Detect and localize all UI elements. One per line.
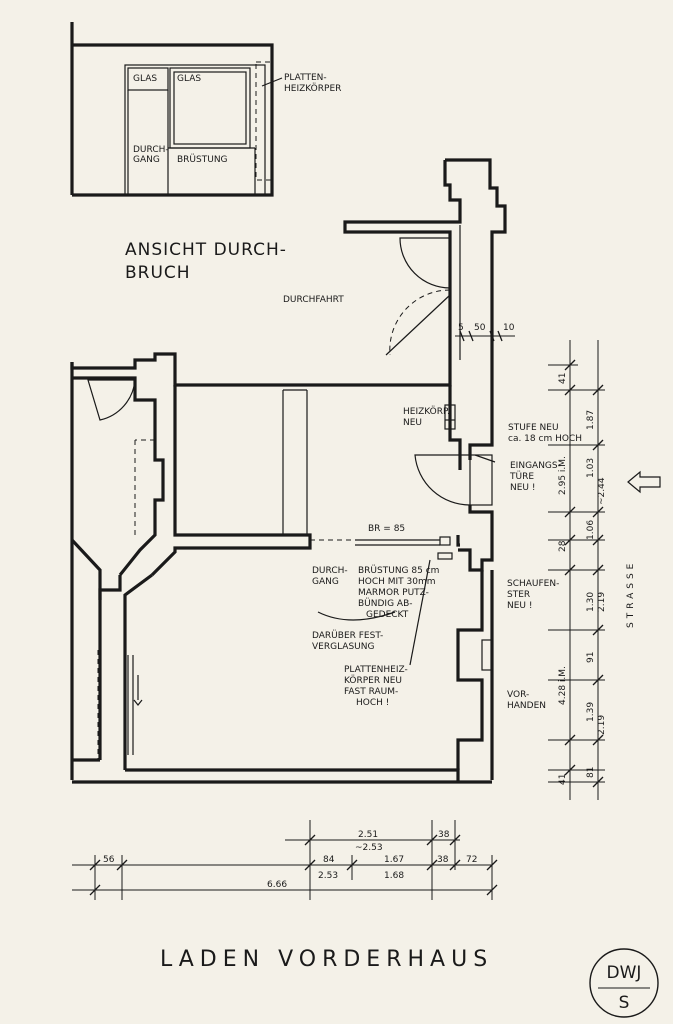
drawing-title: LADEN VORDERHAUS [160,947,493,972]
dim-bottom-38a: 38 [438,830,450,840]
dim-right-139: 1.39 [586,702,596,722]
dim-top-10: 10 [503,323,515,333]
dim-right-81: 81 [586,767,596,778]
dim-bottom-56: 56 [103,855,115,865]
elev-label-glas-small: GLAS [133,74,157,84]
label-heizkoerp-2: NEU [403,418,422,428]
dims-right-labels: 41 1.87 2.95 i.M. 1.03 ~2.44 1.06 28 1.3… [558,373,607,785]
stamp-seal: DWJ S [589,948,659,1018]
label-schaufenster-1: SCHAUFEN- [507,579,559,589]
label-vorhanden-1: VOR- [507,690,529,700]
dim-right-295: 2.95 i.M. [558,456,568,495]
elev-label-heizkoerper-2: HEIZKÖRPER [284,83,341,94]
label-br: BR = 85 [368,524,405,534]
elev-label-glas-large: GLAS [177,74,201,84]
dim-bottom-38b: 38 [437,855,449,865]
dim-bottom-84: 84 [323,855,335,865]
stamp-bottom: S [619,993,630,1013]
dim-right-28: 28 [558,540,568,552]
label-platten-1: PLATTENHEIZ- [344,665,408,675]
label-darueber-2: VERGLASUNG [312,642,374,652]
label-durchgang-1: DURCH- [312,566,348,576]
dim-right-244: ~2.44 [597,477,607,505]
label-platten-4: HOCH ! [356,698,389,708]
label-stufe-1: STUFE NEU [508,423,559,433]
stamp-top: DWJ [607,963,642,983]
label-schaufenster-2: STER [507,590,530,600]
label-eingang-3: NEU ! [510,483,535,493]
dim-bottom-253a: ~2.53 [355,843,383,853]
label-heizkoerp-1: HEIZKÖRP. [403,406,450,417]
dims-top [455,330,515,342]
elevation-view [70,22,283,197]
dim-right-428: 4.28 i.M. [558,666,568,705]
dim-right-106: 1.06 [586,520,596,540]
plan-walls [70,158,507,784]
label-bruestung-1: BRÜSTUNG 85 cm [358,565,439,576]
dims-right [548,340,605,800]
dim-bottom-167: 1.67 [384,855,404,865]
label-eingang-2: TÜRE [509,471,534,482]
dim-right-187: 1.87 [586,410,596,430]
dim-bottom-251: 2.51 [358,830,378,840]
label-eingang-1: EINGANGS- [510,461,561,471]
label-durchfahrt: DURCHFAHRT [283,295,344,305]
doors [87,237,493,760]
label-stufe-2: ca. 18 cm HOCH [508,434,582,444]
dim-top-50: 50 [474,323,486,333]
elevation-title-line1: ANSICHT DURCH- [125,240,287,260]
dim-bottom-72: 72 [466,855,477,865]
label-vorhanden-2: HANDEN [507,701,546,711]
dim-top-5: 5 [458,323,464,333]
dim-bottom-168: 1.68 [384,871,404,881]
label-platten-3: FAST RAUM- [344,687,398,697]
elevation-title-line2: BRUCH [125,263,191,283]
dim-right-41a: 41 [558,373,568,384]
leaders [317,419,496,666]
dim-right-219a: 2.19 [597,592,607,612]
label-bruestung-4: BÜNDIG AB- [358,598,413,609]
label-schaufenster-3: NEU ! [507,601,532,611]
label-bruestung-2: HOCH MIT 30mm [358,577,436,587]
dim-right-130: 1.30 [586,592,596,612]
dims-bottom [72,820,498,900]
label-darueber-1: DARÜBER FEST- [312,630,383,641]
dim-right-103: 1.03 [586,458,596,478]
chimney-dashes [134,439,155,535]
label-bruestung-3: MARMOR PUTZ- [358,588,429,598]
dim-bottom-666: 6.66 [267,880,287,890]
street-label: STRASSE [626,560,636,628]
street-arrow-icon [627,470,661,494]
label-bruestung-5: GEDECKT [366,610,409,620]
elev-label-durchgang-2: GANG [133,155,160,165]
dim-right-219b: 2.19 [597,715,607,735]
label-platten-2: KÖRPER NEU [344,675,402,686]
elev-label-durchgang-1: DURCH- [133,145,169,155]
dim-bottom-253b: 2.53 [318,871,338,881]
elev-label-bruestung: BRÜSTUNG [177,154,228,165]
label-durchgang-2: GANG [312,577,339,587]
dim-right-91: 91 [586,652,596,663]
dim-right-41b: 41 [558,774,568,785]
elev-label-heizkoerper-1: PLATTEN- [284,73,327,83]
